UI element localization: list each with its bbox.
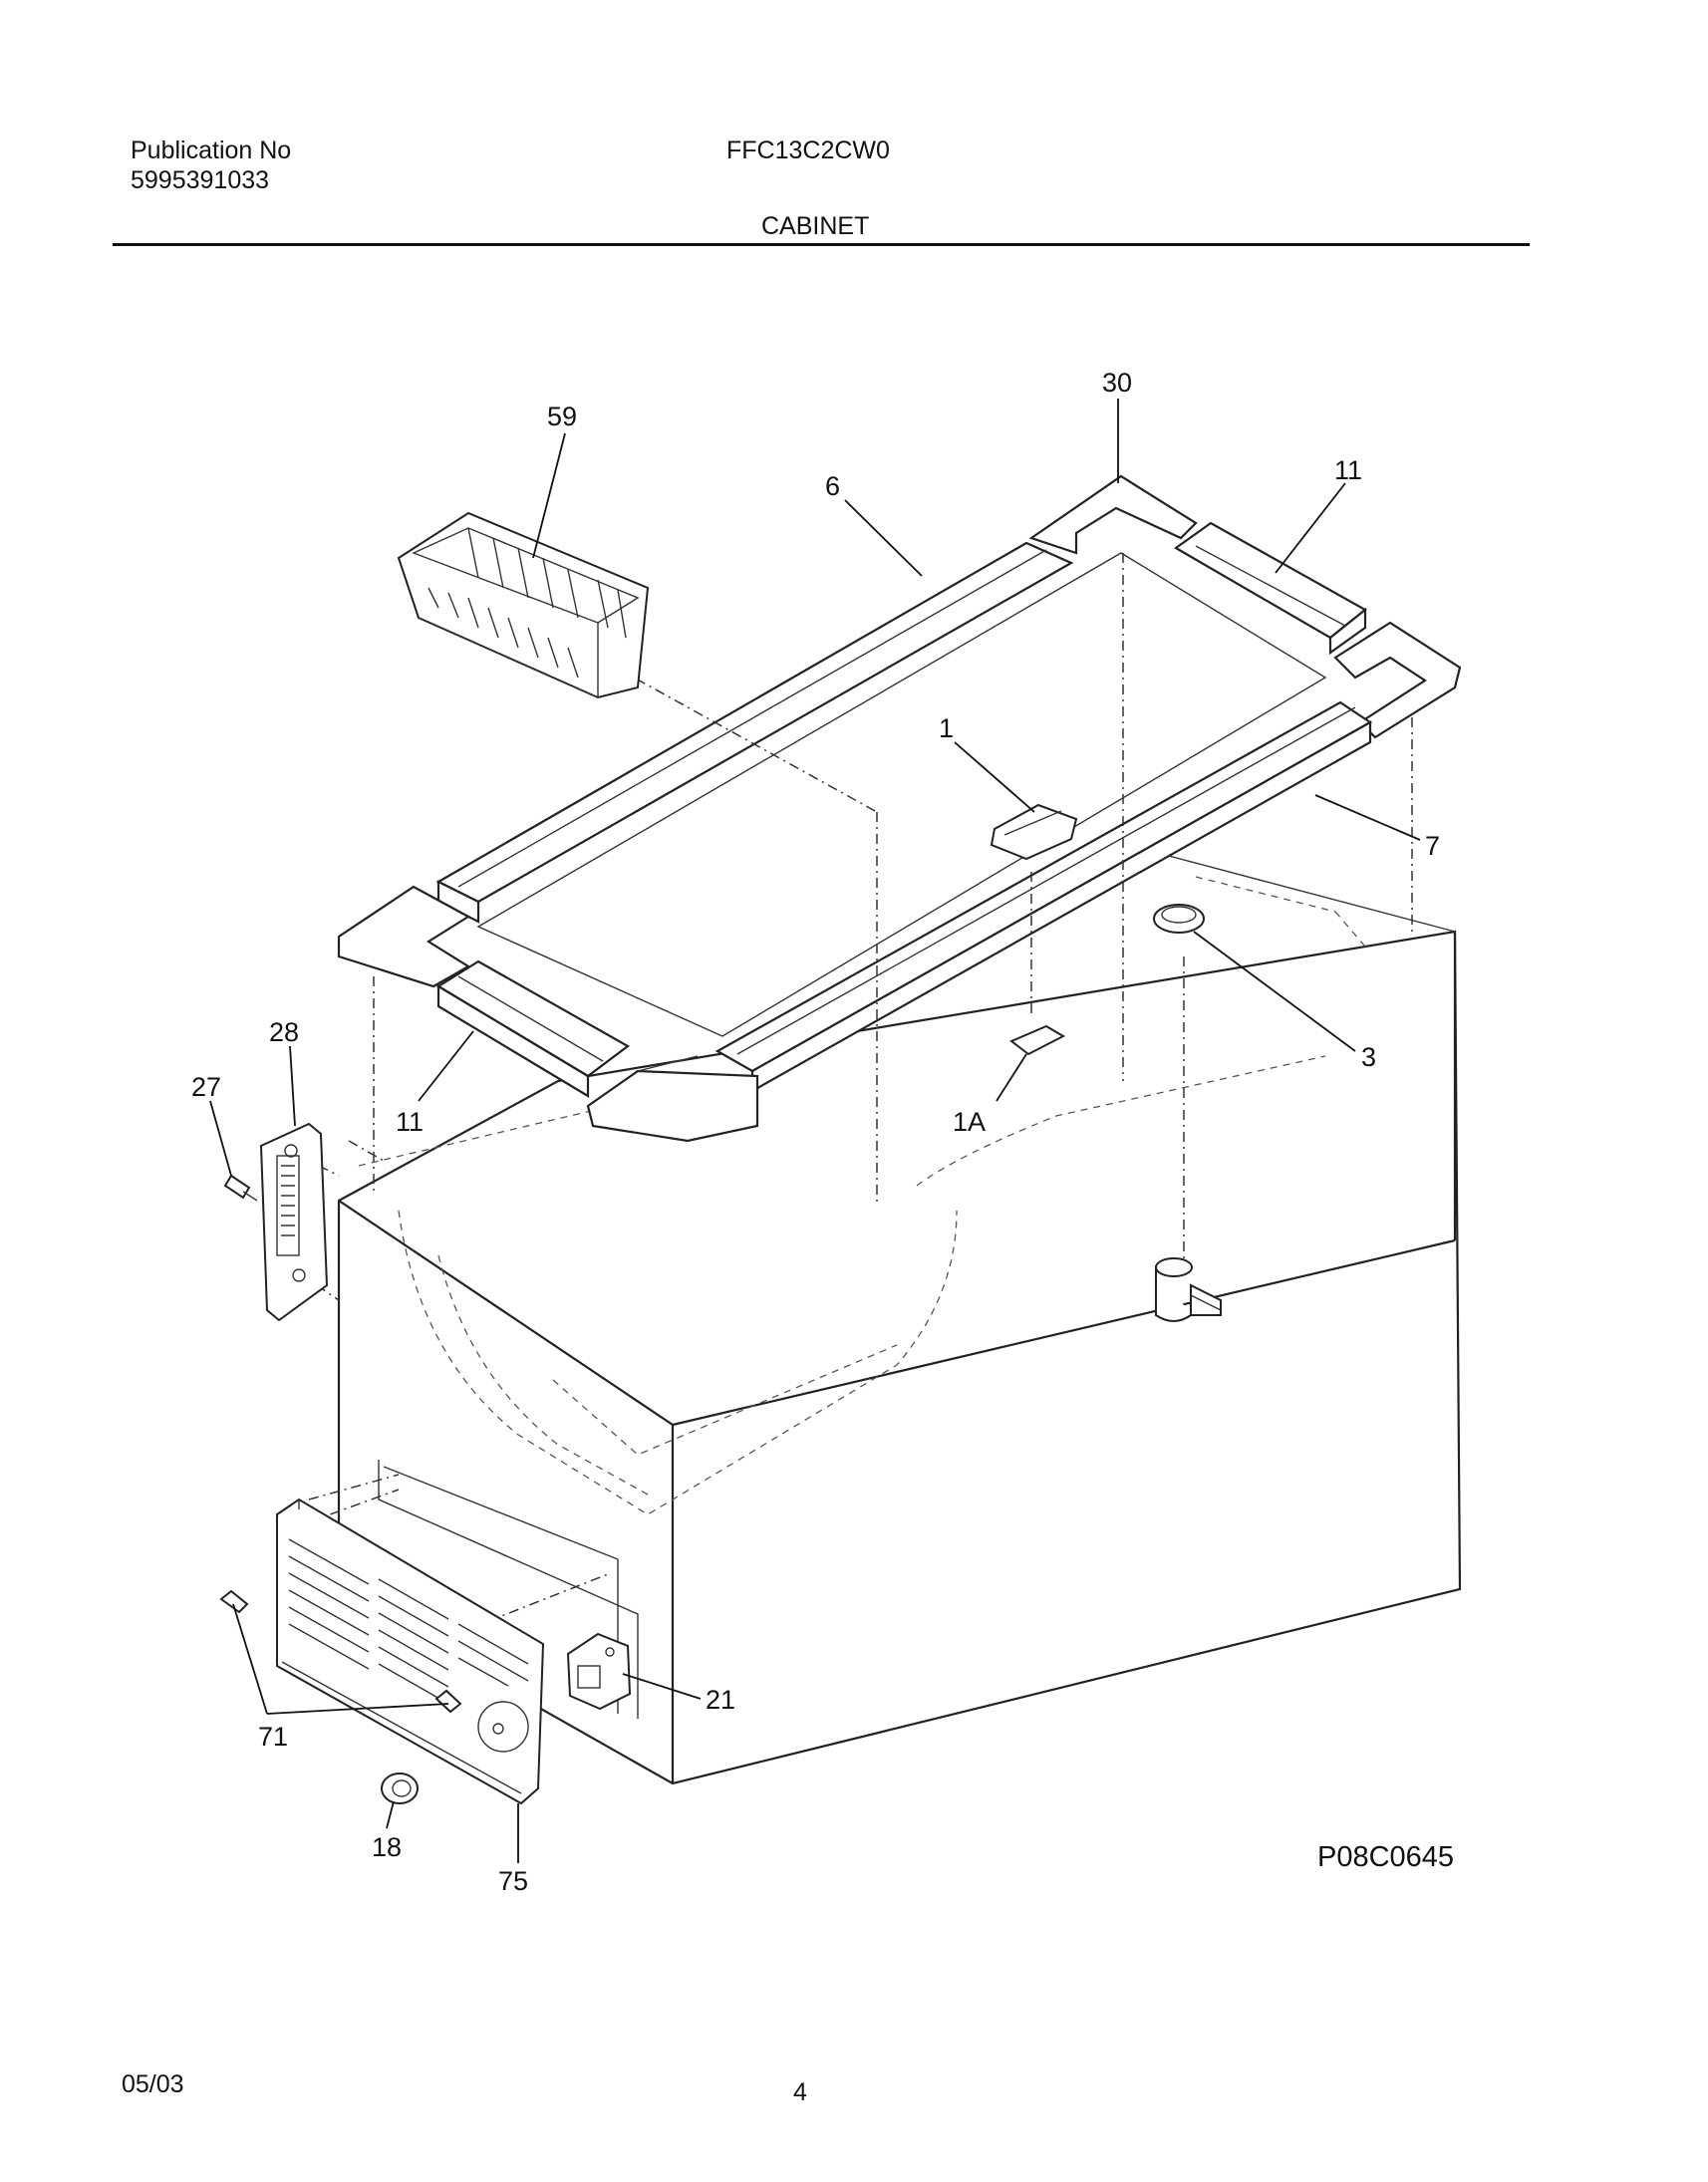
drain-plug-part: [1153, 904, 1222, 1322]
hinge-screw-part: [223, 1174, 258, 1202]
callout-3: 3: [1361, 1042, 1376, 1072]
callout-28: 28: [269, 1017, 299, 1047]
rear-grille-part: [276, 1498, 545, 1805]
callout-1: 1: [939, 713, 954, 743]
callout-11-bottom: 11: [396, 1107, 424, 1137]
projection-lines: [288, 553, 1413, 1630]
callout-18: 18: [372, 1832, 402, 1862]
footer-date: 05/03: [122, 2070, 184, 2098]
section-title: CABINET: [761, 212, 870, 240]
callout-30: 30: [1102, 368, 1132, 398]
drawing-id: P08C0645: [1317, 1841, 1455, 1873]
grille-plug-part: [381, 1773, 419, 1804]
hinge-part: [259, 1122, 329, 1322]
callout-75: 75: [498, 1866, 528, 1896]
publication-label: Publication No: [131, 136, 292, 164]
publication-number: 5995391033: [131, 166, 270, 194]
callout-7: 7: [1425, 831, 1440, 861]
latch-insert-part: [1009, 1024, 1066, 1056]
model-number: FFC13C2CW0: [726, 136, 890, 164]
grille-screw-left-part: [219, 1589, 249, 1614]
callout-leaders: [209, 399, 1421, 1863]
callout-59: 59: [547, 402, 577, 431]
callout-1A: 1A: [953, 1107, 986, 1137]
callout-6: 6: [825, 471, 840, 501]
basket-part: [397, 511, 650, 699]
callout-11-top: 11: [1334, 455, 1362, 485]
callout-27: 27: [191, 1072, 221, 1102]
lid-gasket-frame: [337, 474, 1462, 1143]
control-part: [566, 1632, 632, 1711]
grille-screw-right-part: [434, 1689, 462, 1714]
callout-71: 71: [258, 1722, 288, 1752]
callout-21: 21: [706, 1685, 735, 1715]
page-number: 4: [793, 2078, 807, 2106]
header-rule: [113, 243, 1530, 246]
lid-latch-part: [990, 803, 1078, 861]
